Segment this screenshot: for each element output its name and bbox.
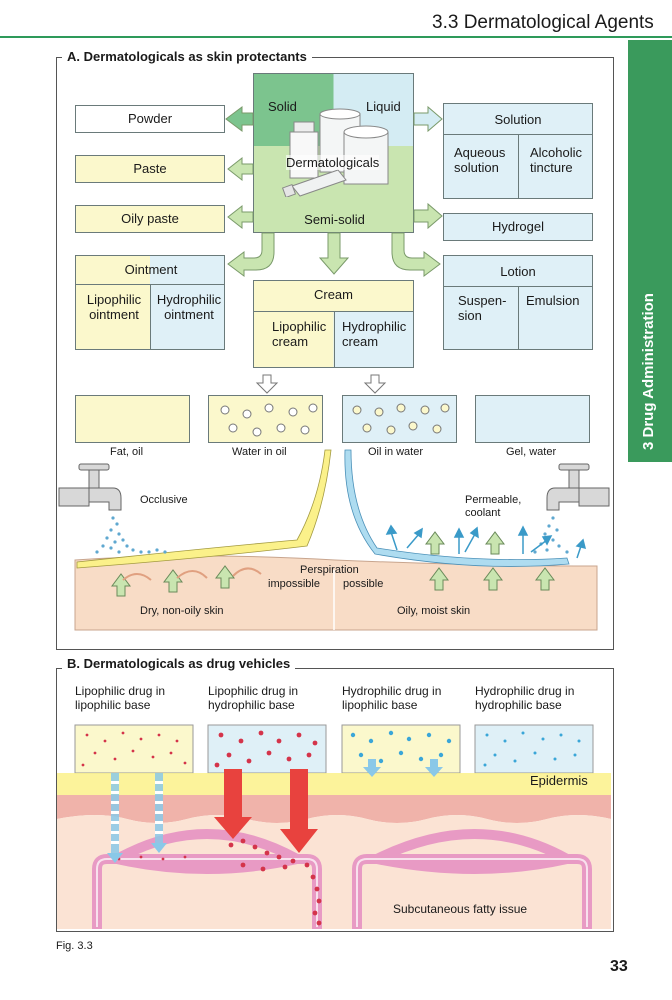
liquid-label: Liquid (366, 99, 401, 114)
powder-box: Powder (75, 105, 225, 133)
epidermis-label: Epidermis (530, 773, 588, 788)
aqueous-solution-label: Aqueous solution (454, 145, 506, 175)
panel-b-title: B. Dermatologicals as drug vehicles (62, 656, 296, 671)
fat-oil-label: Fat, oil (110, 446, 144, 458)
cream-box: Cream Lipophilic cream Hydrophilic cream (253, 280, 414, 368)
lipophilic-ointment-label: Lipophilic ointment (86, 292, 142, 322)
oil-in-water-label: Oil in water (368, 446, 424, 458)
column-label-3: Hydrophilic drug in lipophilic base (342, 684, 442, 712)
paste-label: Paste (133, 161, 167, 176)
section-header: 3.3 Dermatological Agents (432, 12, 654, 33)
cream-label: Cream (313, 287, 353, 302)
lotion-box: Lotion Suspen- sion Emulsion (443, 255, 593, 350)
page-number: 33 (610, 958, 628, 975)
figure-caption: Fig. 3.3 (56, 940, 93, 952)
water-in-oil-label: Water in oil (232, 446, 287, 458)
panel-a-title: A. Dermatologicals as skin protectants (62, 49, 312, 64)
oily-paste-label: Oily paste (121, 211, 179, 226)
fat-oil-swatch (75, 395, 190, 443)
perspiration-label: Perspiration (300, 564, 359, 576)
powder-label: Powder (127, 111, 173, 126)
drug-vehicle-illustration (57, 724, 611, 929)
solution-label: Solution (494, 112, 542, 127)
lotion-label: Lotion (500, 264, 536, 279)
paste-box: Paste (75, 155, 225, 183)
solid-label: Solid (268, 99, 297, 114)
panel-b (56, 668, 614, 932)
containers-illustration (282, 108, 389, 197)
hydrogel-box: Hydrogel (443, 213, 593, 241)
dry-skin-label: Dry, non-oily skin (140, 605, 224, 617)
lipophilic-cream-label: Lipophilic cream (272, 319, 327, 349)
emulsion-label: Emulsion (526, 293, 580, 308)
solution-box: Solution Aqueous solution Alcoholic tinc… (443, 103, 593, 199)
skin-scene (58, 449, 610, 631)
suspension-label: Suspen- sion (458, 293, 507, 323)
permeable-label: Permeable, coolant (465, 494, 522, 519)
hydrophilic-cream-label: Hydrophilic cream (342, 319, 407, 349)
column-label-1: Lipophilic drug in lipophilic base (75, 684, 166, 712)
column-label-2: Lipophilic drug in hydrophilic base (208, 684, 299, 712)
ointment-box: Ointment Lipophilic ointment Hydrophilic… (75, 255, 225, 350)
column-label-4: Hydrophilic drug in hydrophilic base (475, 684, 575, 712)
oil-in-water-swatch (342, 395, 457, 443)
occlusive-label: Occlusive (140, 494, 188, 506)
semi-solid-label: Semi-solid (304, 212, 365, 227)
flow-arrows (225, 105, 443, 394)
ointment-label: Ointment (124, 262, 178, 277)
panel-a (56, 57, 614, 650)
oily-skin-label: Oily, moist skin (397, 605, 471, 617)
water-in-oil-swatch (208, 395, 323, 443)
dermatologicals-block: Solid Liquid Dermatologicals Semi-solid (253, 73, 414, 233)
dermatologicals-label: Dermatologicals (286, 155, 380, 170)
perspiration-possible-label: possible (343, 578, 384, 590)
subcutaneous-label: Subcutaneous fatty issue (393, 902, 528, 916)
hydrogel-label: Hydrogel (491, 219, 545, 234)
gel-water-swatch (475, 395, 590, 443)
hydrophilic-ointment-label: Hydrophilic ointment (156, 292, 222, 322)
header-rule (0, 36, 672, 38)
chapter-sidebar: 3 Drug Administration (628, 40, 672, 462)
gel-water-label: Gel, water (506, 446, 557, 458)
oil-droplets (352, 403, 450, 435)
water-droplets (220, 403, 318, 437)
oily-paste-box: Oily paste (75, 205, 225, 233)
perspiration-impossible-label: impossible (268, 578, 320, 590)
alcoholic-tincture-label: Alcoholic tincture (530, 145, 583, 175)
